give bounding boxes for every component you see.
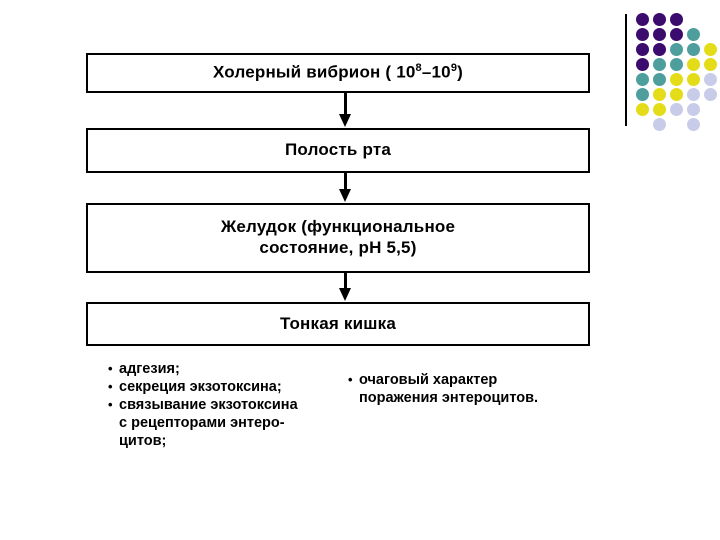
logo-dot <box>687 73 700 86</box>
flow-box-stomach: Желудок (функциональное состояние, pH 5,… <box>86 203 590 273</box>
logo-dot <box>670 73 683 86</box>
logo-dot <box>670 28 683 41</box>
bullet-item: адгезия; <box>108 360 338 378</box>
bullet-item: очаговый характер поражения энтероцитов. <box>348 371 588 407</box>
logo-dot <box>704 88 717 101</box>
exponent-9: 9 <box>450 62 458 75</box>
logo-dot <box>653 43 666 56</box>
arrow-down-1 <box>339 93 351 128</box>
logo-dot <box>670 43 683 56</box>
bullet-item: секреция экзотоксина; <box>108 378 338 396</box>
logo-dot <box>636 13 649 26</box>
logo-dot-grid <box>636 13 720 133</box>
flow-box-small-intestine: Тонкая кишка <box>86 302 590 346</box>
logo-dot <box>653 58 666 71</box>
flow-box-label: Желудок (функциональное состояние, pH 5,… <box>220 217 456 257</box>
bullet-list-left: адгезия;секреция экзотоксина;связывание … <box>108 360 338 450</box>
logo-dot <box>636 88 649 101</box>
logo-dot <box>636 43 649 56</box>
bullet-item: связывание экзотоксина с рецепторами энт… <box>108 396 338 450</box>
logo-dot <box>670 58 683 71</box>
flow-box-label: Полость рта <box>284 140 391 160</box>
logo-dot <box>704 58 717 71</box>
arrow-down-3 <box>339 273 351 302</box>
logo-dot <box>670 13 683 26</box>
dot-grid-logo <box>612 0 720 135</box>
arrow-head <box>339 189 351 202</box>
arrow-shaft <box>344 93 347 116</box>
arrow-shaft <box>344 173 347 191</box>
logo-dot <box>636 103 649 116</box>
logo-dot <box>704 43 717 56</box>
flow-box-label: Тонкая кишка <box>279 313 397 333</box>
logo-vertical-rule <box>625 14 627 126</box>
logo-dot <box>653 118 666 131</box>
logo-dot <box>687 103 700 116</box>
logo-dot <box>670 88 683 101</box>
logo-dot <box>653 73 666 86</box>
arrow-shaft <box>344 273 347 290</box>
flow-box-cholera-vibrio: Холерный вибрион ( 108–109) <box>86 53 590 93</box>
arrow-head <box>339 114 351 127</box>
logo-dot <box>636 28 649 41</box>
logo-dot <box>687 58 700 71</box>
logo-dot <box>653 103 666 116</box>
logo-dot <box>636 73 649 86</box>
bullet-list-right: очаговый характер поражения энтероцитов. <box>348 371 588 407</box>
logo-dot <box>687 28 700 41</box>
logo-dot <box>687 43 700 56</box>
logo-dot <box>704 73 717 86</box>
exponent-8: 8 <box>415 62 422 75</box>
logo-dot <box>687 88 700 101</box>
arrow-head <box>339 288 351 301</box>
logo-dot <box>636 58 649 71</box>
logo-dot <box>653 88 666 101</box>
logo-dot <box>653 13 666 26</box>
logo-dot <box>670 103 683 116</box>
arrow-down-2 <box>339 173 351 203</box>
flow-box-oral-cavity: Полость рта <box>86 128 590 173</box>
logo-dot <box>653 28 666 41</box>
logo-dot <box>687 118 700 131</box>
flow-box-label: Холерный вибрион ( 108–109) <box>212 62 464 82</box>
